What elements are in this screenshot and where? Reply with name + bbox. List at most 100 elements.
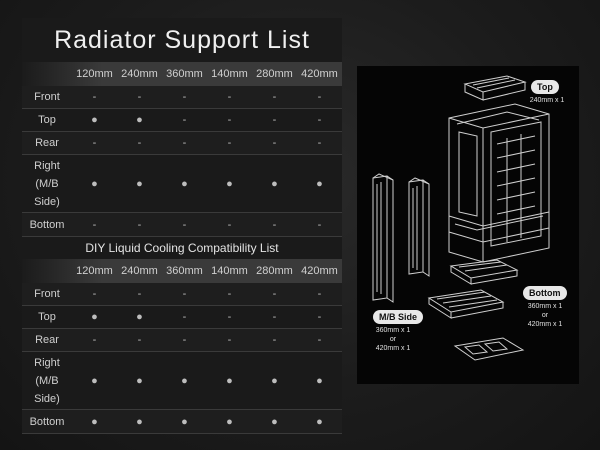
- col-header: 420mm: [301, 265, 338, 277]
- table-cell: -: [317, 137, 322, 149]
- row-label: Bottom: [29, 218, 65, 231]
- col-header: 240mm: [121, 68, 158, 80]
- table-cell: -: [182, 218, 187, 231]
- row-label: Top: [38, 114, 56, 126]
- table-row: Bottom - - - - - -: [22, 213, 342, 237]
- table-cell: ●: [136, 177, 143, 190]
- table1-header: 120mm 240mm 360mm 140mm 280mm 420mm: [22, 62, 342, 86]
- bottom-note-line: or: [541, 312, 549, 319]
- row-label: Front: [34, 288, 60, 300]
- table-cell: ●: [136, 374, 143, 387]
- col-header: 120mm: [76, 265, 113, 277]
- table-row: Rear - - - - - -: [22, 132, 342, 155]
- col-header: 240mm: [121, 265, 158, 277]
- table2-header: 120mm 240mm 360mm 140mm 280mm 420mm: [22, 259, 342, 283]
- col-header: 140mm: [211, 265, 248, 277]
- col-header: 140mm: [211, 68, 248, 80]
- table-cell: ●: [181, 177, 188, 190]
- side-note: 360mm x 1 or 420mm x 1: [371, 326, 415, 353]
- table-cell: ●: [181, 415, 188, 428]
- table-cell: -: [272, 334, 277, 346]
- col-header: 280mm: [256, 68, 293, 80]
- table-cell: -: [182, 114, 187, 126]
- chassis-illustration: [448, 103, 550, 263]
- table-cell: -: [227, 218, 232, 231]
- table-cell: ●: [226, 374, 233, 387]
- table-row: Top ● ● - - - -: [22, 306, 342, 329]
- table-cell: -: [137, 334, 142, 346]
- table-cell: -: [137, 218, 142, 231]
- table-cell: ●: [271, 374, 278, 387]
- table-cell: -: [317, 91, 322, 103]
- table-cell: -: [182, 334, 187, 346]
- table-cell: -: [227, 288, 232, 300]
- bottom-note-line: 360mm x 1: [527, 303, 563, 310]
- col-header: 360mm: [166, 68, 203, 80]
- table-cell: -: [317, 218, 322, 231]
- table-cell: -: [317, 334, 322, 346]
- table-cell: -: [272, 218, 277, 231]
- table-cell: ●: [316, 177, 323, 190]
- table-cell: ●: [91, 415, 98, 428]
- table-cell: ●: [316, 415, 323, 428]
- side-badge: M/B Side: [373, 310, 424, 324]
- table-cell: -: [227, 334, 232, 346]
- table-cell: -: [272, 91, 277, 103]
- row-label: Front: [34, 91, 60, 103]
- table-cell: -: [92, 334, 97, 346]
- row-label: Right (M/B Side): [34, 356, 60, 405]
- bottom-bracket-illustration: [453, 337, 525, 361]
- table-cell: -: [182, 91, 187, 103]
- table-cell: -: [317, 288, 322, 300]
- table-cell: -: [227, 114, 232, 126]
- table-cell: -: [227, 91, 232, 103]
- table-cell: ●: [181, 374, 188, 387]
- top-radiator-illustration: [463, 75, 527, 101]
- table-cell: ●: [136, 311, 143, 323]
- table-cell: -: [317, 114, 322, 126]
- table-cell: ●: [226, 415, 233, 428]
- table-cell: ●: [271, 177, 278, 190]
- table-cell: -: [92, 91, 97, 103]
- table-cell: ●: [91, 374, 98, 387]
- col-header: 420mm: [301, 68, 338, 80]
- top-badge: Top: [531, 80, 559, 94]
- col-header: 280mm: [256, 265, 293, 277]
- radiator-support-panel: Radiator Support List 120mm 240mm 360mm …: [22, 18, 342, 434]
- table-cell: -: [182, 137, 187, 149]
- table-row: Front - - - - - -: [22, 86, 342, 109]
- table-row: Right (M/B Side) ● ● ● ● ● ●: [22, 352, 342, 410]
- row-label: Right (M/B Side): [34, 159, 60, 208]
- table-row: Rear - - - - - -: [22, 329, 342, 352]
- table-cell: -: [227, 137, 232, 149]
- top-note: 240mm x 1: [529, 97, 565, 104]
- table-cell: ●: [136, 415, 143, 428]
- col-header: 360mm: [166, 265, 203, 277]
- row-label: Rear: [35, 334, 59, 346]
- header-spacer: [22, 62, 72, 86]
- table1-body: Front - - - - - - Top ● ● - - - - Rear -…: [22, 86, 342, 237]
- table-cell: -: [92, 137, 97, 149]
- table-row: Bottom ● ● ● ● ● ●: [22, 410, 342, 434]
- col-header: 120mm: [76, 68, 113, 80]
- row-label: Bottom: [29, 415, 65, 428]
- table-cell: -: [317, 311, 322, 323]
- table-cell: ●: [91, 311, 98, 323]
- table-cell: -: [272, 137, 277, 149]
- table-cell: ●: [316, 374, 323, 387]
- table-cell: -: [182, 311, 187, 323]
- bottom-badge: Bottom: [523, 286, 567, 300]
- side-note-line: 420mm x 1: [375, 345, 411, 352]
- table-cell: -: [272, 114, 277, 126]
- header-spacer: [22, 259, 72, 283]
- side-radiator-illustration: [372, 173, 394, 303]
- side-note-line: 360mm x 1: [375, 327, 411, 334]
- table-cell: -: [92, 288, 97, 300]
- table-cell: -: [137, 288, 142, 300]
- table-cell: -: [137, 137, 142, 149]
- table-row: Top ● ● - - - -: [22, 109, 342, 132]
- table-cell: -: [227, 311, 232, 323]
- table2-body: Front - - - - - - Top ● ● - - - - Rear -…: [22, 283, 342, 434]
- table-row: Front - - - - - -: [22, 283, 342, 306]
- table-cell: -: [272, 288, 277, 300]
